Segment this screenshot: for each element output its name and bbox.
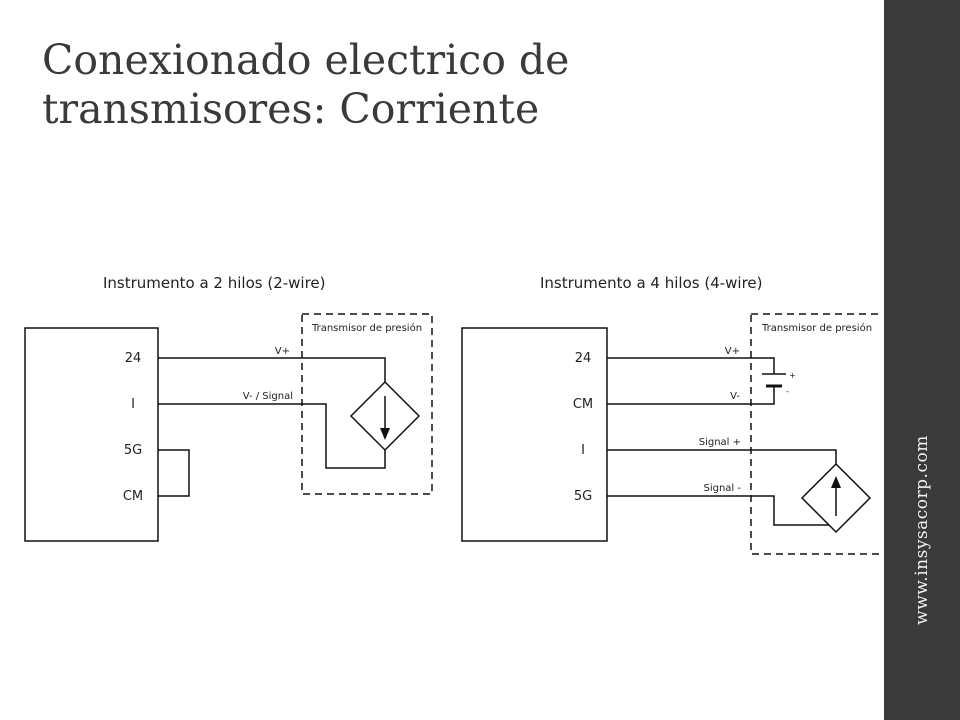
terminal-label: 5G xyxy=(124,443,142,458)
diagram-4-wire: Instrumento a 4 hilos (4-wire) 24 CM I 5… xyxy=(461,274,880,555)
wire-label: Signal + xyxy=(699,437,741,448)
current-source-up-icon xyxy=(800,462,872,534)
instrument-box-2-wire xyxy=(24,327,159,542)
wire-label: V- xyxy=(730,391,740,402)
terminal-label: 24 xyxy=(575,351,592,366)
transmitter-label: Transmisor de presión xyxy=(311,322,422,334)
diagram-2-wire-heading: Instrumento a 2 hilos (2-wire) xyxy=(103,274,326,292)
terminal-label: CM xyxy=(573,397,593,412)
wire-label: V+ xyxy=(275,346,290,357)
wire-label: V+ xyxy=(725,346,740,357)
diagram-4-wire-heading: Instrumento a 4 hilos (4-wire) xyxy=(540,274,763,292)
terminal-label: I xyxy=(581,443,585,458)
diagram-2-wire: Instrumento a 2 hilos (2-wire) 24 I 5G C… xyxy=(24,274,433,542)
slide-title: Conexionado electrico de transmisores: C… xyxy=(42,36,862,134)
slide-title-line-2: transmisores: Corriente xyxy=(42,85,540,133)
terminal-label: CM xyxy=(123,489,143,504)
sidebar-band: www.insysacorp.com xyxy=(884,0,960,720)
website-url: www.insysacorp.com xyxy=(912,435,932,625)
battery-plus-label: + xyxy=(789,371,796,380)
transmitter-label: Transmisor de presión xyxy=(761,322,872,334)
transmitter-box-4-wire xyxy=(750,313,880,555)
terminal-label: 5G xyxy=(574,489,592,504)
instrument-box-4-wire xyxy=(461,327,608,542)
terminal-label: 24 xyxy=(125,351,142,366)
battery-minus-label: - xyxy=(786,387,789,396)
wires-2-wire xyxy=(158,357,386,497)
wire-label: Signal - xyxy=(703,483,741,494)
wiring-diagrams: Instrumento a 2 hilos (2-wire) 24 I 5G C… xyxy=(24,274,880,555)
current-source-down-icon xyxy=(349,380,421,452)
wire-label: V- / Signal xyxy=(243,391,293,402)
battery-icon: + - xyxy=(762,371,796,396)
slide-title-line-1: Conexionado electrico de xyxy=(42,36,570,84)
wires-4-wire xyxy=(607,357,837,532)
terminal-label: I xyxy=(131,397,135,412)
